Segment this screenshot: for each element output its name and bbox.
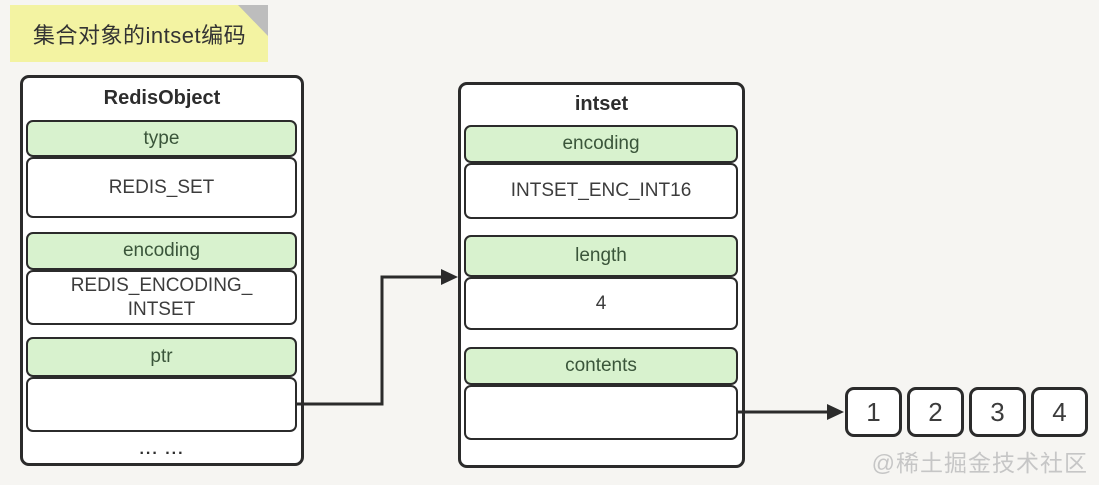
redis-object-field-type-label: type <box>26 120 297 157</box>
redis-object-ellipsis: ... ... <box>139 441 185 458</box>
intset-box: intset encoding INTSET_ENC_INT16 length … <box>458 82 745 468</box>
ptr-to-intset-arrow <box>297 269 458 406</box>
redis-object-field-type-value: REDIS_SET <box>26 157 297 218</box>
redis-object-box: RedisObject type REDIS_SET encoding REDI… <box>20 75 304 466</box>
contents-to-array-arrow <box>738 404 844 420</box>
redis-object-title: RedisObject <box>103 87 221 109</box>
contents-array: 1 2 3 4 <box>845 387 1088 437</box>
intset-field-length-label: length <box>464 235 738 277</box>
array-cell-1: 1 <box>845 387 902 437</box>
array-cell-4: 4 <box>1031 387 1088 437</box>
intset-field-length-value: 4 <box>464 277 738 330</box>
intset-field-contents-label: contents <box>464 347 738 385</box>
redis-object-field-ptr-label: ptr <box>26 337 297 377</box>
array-cell-2: 2 <box>907 387 964 437</box>
title-note-text: 集合对象的intset编码 <box>33 22 247 48</box>
intset-field-contents-value <box>464 385 738 440</box>
redis-object-field-ptr-value <box>26 377 297 432</box>
watermark: @稀土掘金技术社区 <box>871 450 1088 476</box>
redis-object-field-encoding-value: REDIS_ENCODING_ INTSET <box>26 270 297 325</box>
array-cell-3: 3 <box>969 387 1026 437</box>
intset-title: intset <box>574 93 629 115</box>
redis-object-field-encoding-label: encoding <box>26 232 297 270</box>
intset-field-encoding-label: encoding <box>464 125 738 163</box>
intset-field-encoding-value: INTSET_ENC_INT16 <box>464 163 738 219</box>
title-note: 集合对象的intset编码 <box>10 5 268 62</box>
